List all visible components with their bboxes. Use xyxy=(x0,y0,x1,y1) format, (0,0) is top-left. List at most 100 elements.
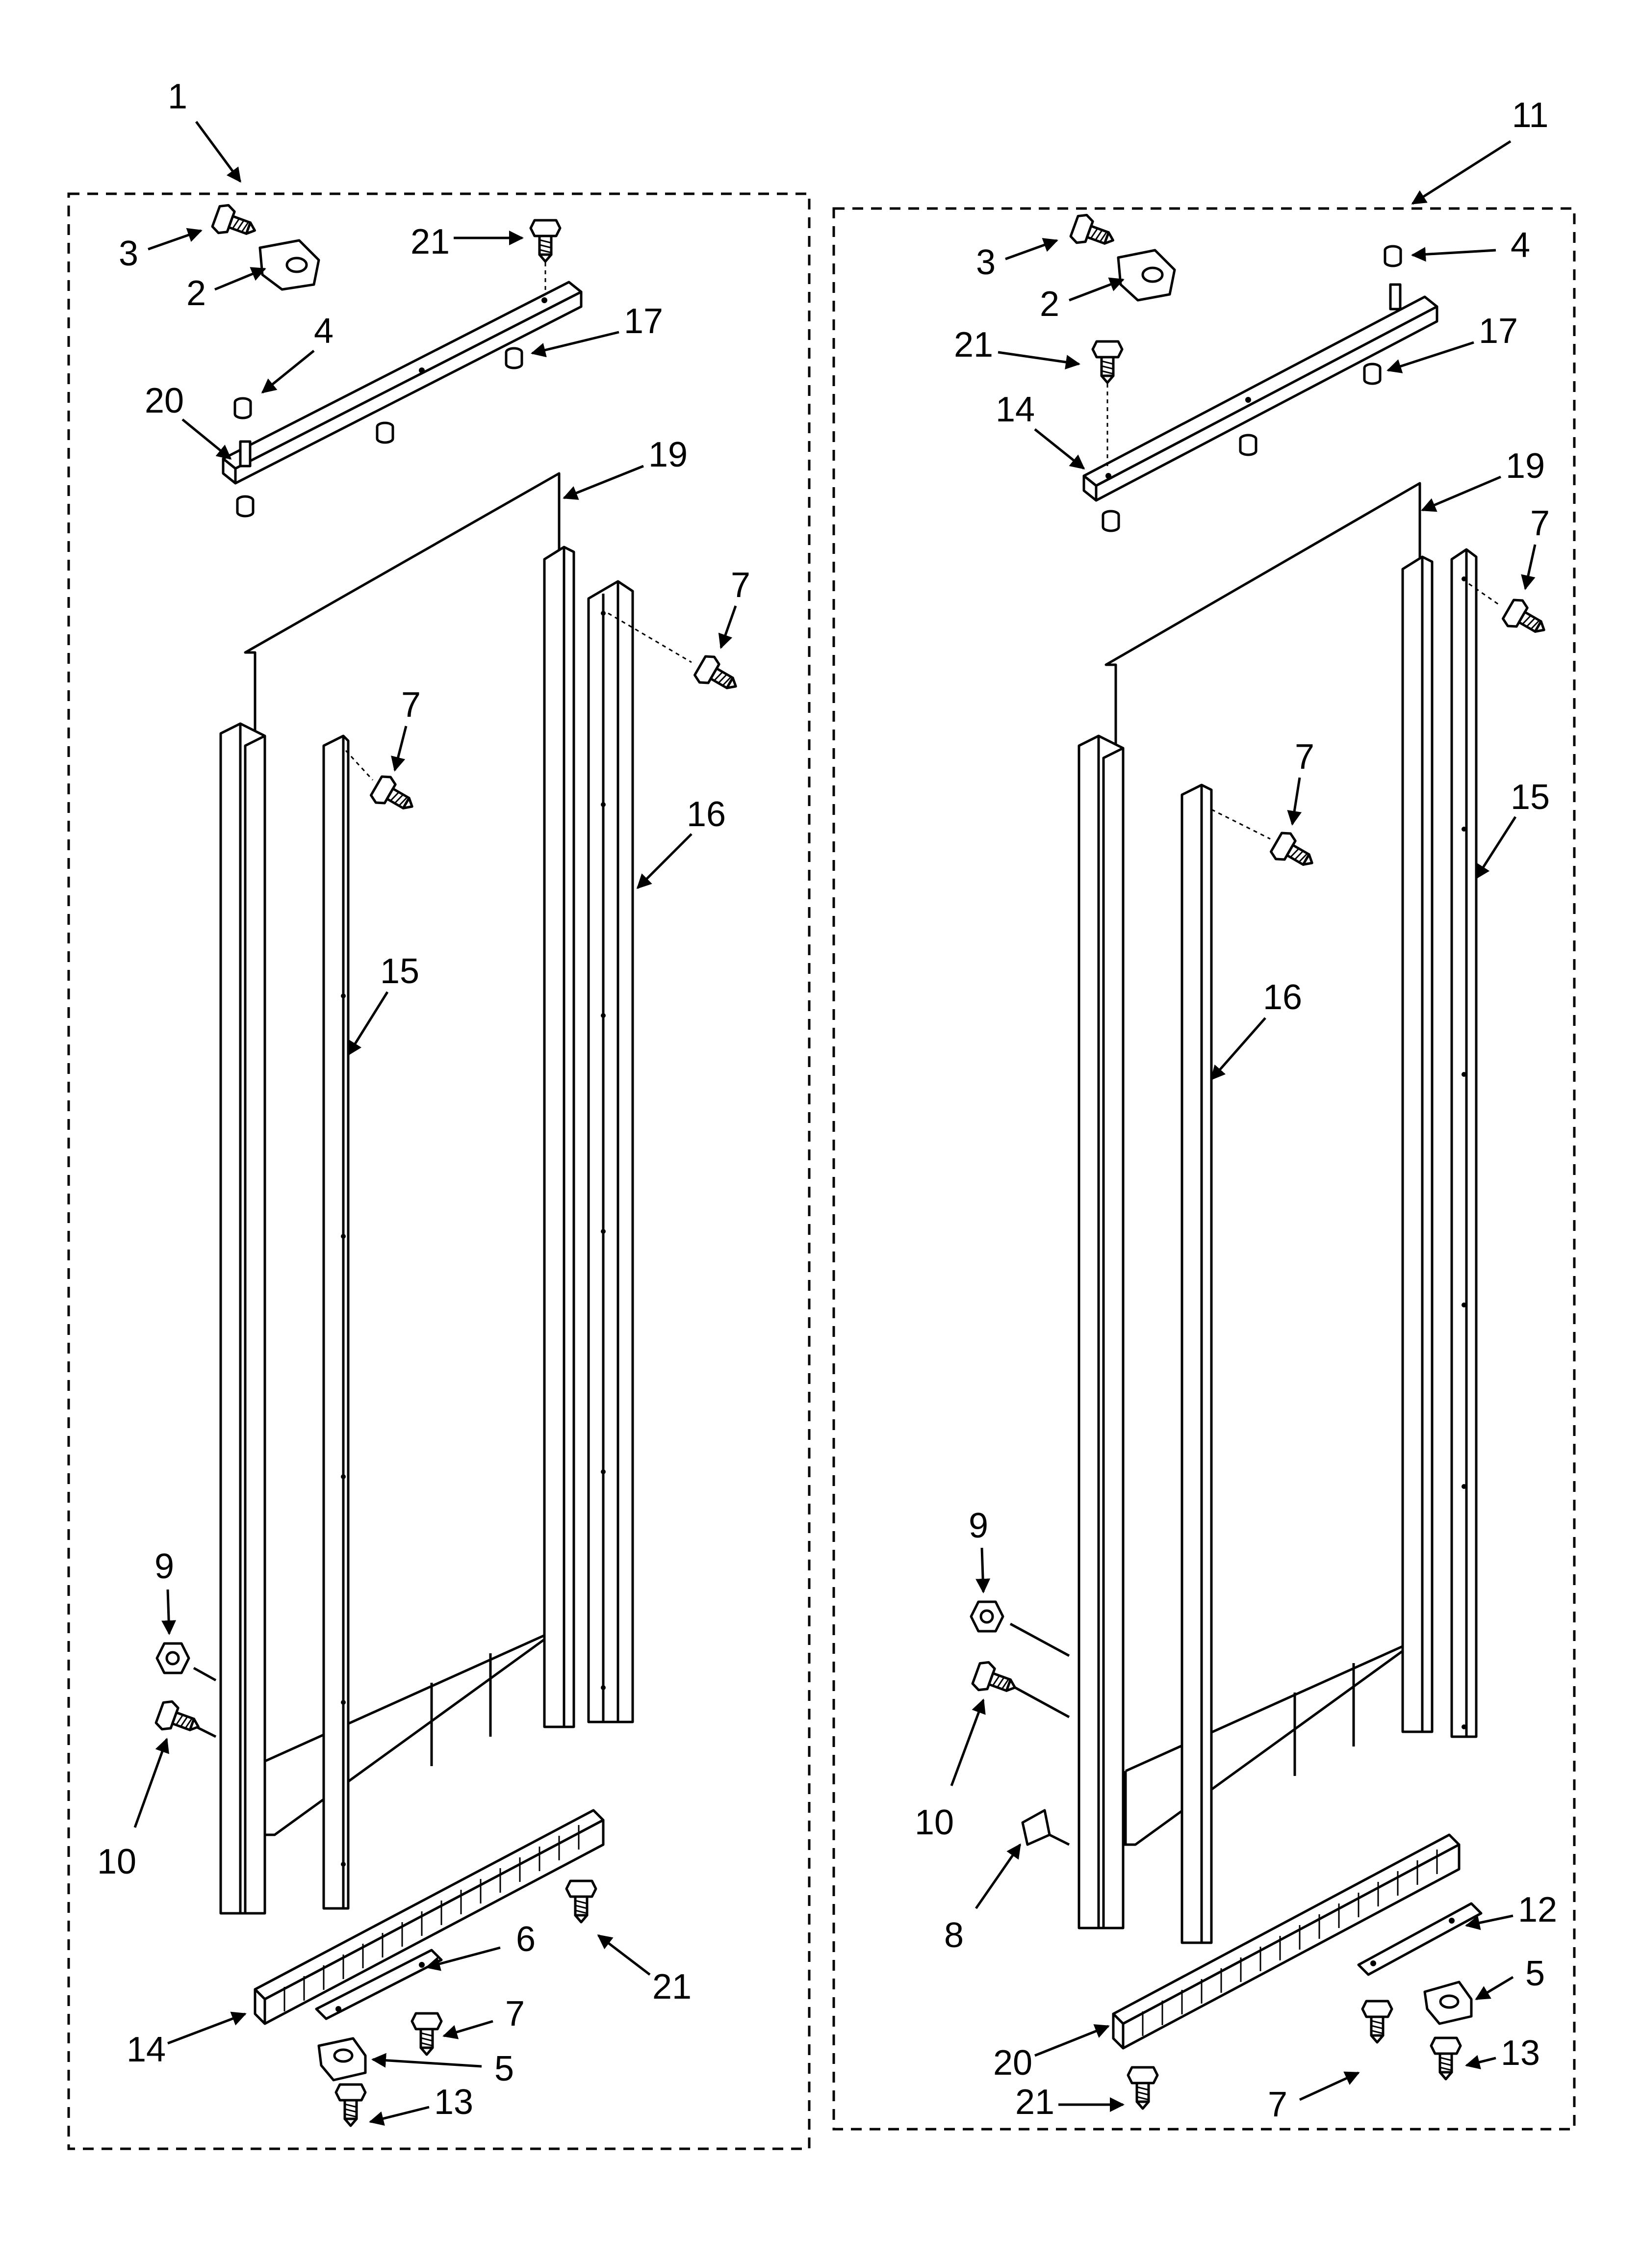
hinge-plate-left-6 xyxy=(315,1949,443,2020)
callout-left-13: 13 xyxy=(434,2083,473,2122)
callout-left-4-arrow xyxy=(261,350,315,393)
callout-left-19: 19 xyxy=(648,435,688,474)
callout-right-9-arrow xyxy=(975,1547,991,1593)
top-hinge-bar-right xyxy=(1082,295,1438,502)
callout-right-7-right: 7 xyxy=(1530,504,1550,543)
callout-right-21-bottom: 21 xyxy=(1015,2083,1054,2122)
strip-left-15 xyxy=(322,734,350,1910)
hinge-block-left xyxy=(258,239,320,291)
door-panel-right xyxy=(1104,482,1421,1846)
assembly-left-label-arrow xyxy=(195,121,242,183)
screw-left-13 xyxy=(336,2085,365,2126)
callout-left-5: 5 xyxy=(494,2049,514,2088)
callout-right-19-arrow xyxy=(1421,475,1501,512)
bottom-rail-right xyxy=(1112,1833,1461,2050)
side-channel-right xyxy=(1078,734,1125,1929)
callout-left-20: 20 xyxy=(145,381,184,420)
callout-left-9-arrow xyxy=(161,1589,177,1635)
callout-left-4: 4 xyxy=(314,312,334,351)
door-panel-left xyxy=(244,472,561,1836)
callout-right-7-mid-arrow xyxy=(1287,777,1302,826)
grommet-left-9-line xyxy=(193,1667,217,1682)
callout-left-10: 10 xyxy=(97,1842,136,1881)
callout-right-5: 5 xyxy=(1525,1954,1545,1993)
rail-right-19 xyxy=(1401,555,1434,1733)
callout-right-15-arrow xyxy=(1475,816,1517,880)
callout-left-7-bottom: 7 xyxy=(505,1994,525,2033)
callout-right-3: 3 xyxy=(976,243,996,282)
callout-left-9: 9 xyxy=(154,1547,174,1586)
callout-right-3-arrow xyxy=(1005,238,1058,261)
screw-right-7-right-guide xyxy=(1468,583,1501,607)
screw-left-10 xyxy=(154,1699,203,1741)
callout-right-20-arrow xyxy=(1034,2024,1110,2057)
screw-left-7-right-guide xyxy=(608,612,692,663)
callout-left-16-arrow xyxy=(636,833,693,889)
callout-right-20: 20 xyxy=(993,2043,1032,2083)
callout-left-7-right-arrow xyxy=(718,605,737,649)
screw-right-3 xyxy=(1069,212,1118,254)
screw-right-7-mid-guide xyxy=(1211,808,1271,840)
bushing-right-a xyxy=(1103,511,1119,531)
bushing-left-a xyxy=(237,496,253,516)
callout-right-13: 13 xyxy=(1501,2033,1540,2073)
callout-left-14-arrow xyxy=(167,2011,247,2045)
callout-right-2: 2 xyxy=(1040,285,1059,324)
callout-left-15: 15 xyxy=(380,952,419,991)
bushing-right-c xyxy=(1364,364,1380,384)
hinge-pin-left xyxy=(239,440,252,468)
callout-left-7-mid: 7 xyxy=(401,685,421,725)
channel-left-16 xyxy=(587,580,634,1723)
screw-left-10-line xyxy=(195,1725,217,1738)
callout-left-16: 16 xyxy=(687,795,726,834)
screw-right-21-bottom xyxy=(1128,2067,1157,2109)
screw-left-3 xyxy=(211,203,259,244)
screw-left-21-top xyxy=(531,220,560,261)
bottom-rail-left xyxy=(254,1809,605,2025)
hinge-plate-right-12 xyxy=(1357,1902,1483,1976)
callout-left-21-bottom-arrow xyxy=(597,1934,651,1976)
callout-left-20-arrow xyxy=(181,418,232,460)
hinge-pin-right xyxy=(1389,283,1402,311)
screw-right-10 xyxy=(971,1660,1020,1701)
hinge-block-left-5 xyxy=(317,2037,367,2082)
callout-left-3-arrow xyxy=(148,228,203,251)
callout-right-14-arrow xyxy=(1034,428,1085,469)
assembly-right-boundary xyxy=(832,207,1576,2131)
callout-right-2-arrow xyxy=(1069,277,1125,302)
assembly-right-label: 11 xyxy=(1512,96,1549,135)
callout-left-15-arrow xyxy=(347,991,389,1056)
callout-right-12: 12 xyxy=(1518,1890,1557,1929)
side-channel-left xyxy=(219,722,266,1915)
clip-right-8 xyxy=(1021,1809,1051,1846)
callout-left-7-right: 7 xyxy=(731,566,750,605)
callout-right-16-arrow xyxy=(1210,1017,1266,1081)
screw-left-7-mid-guide xyxy=(345,750,374,781)
screw-right-13 xyxy=(1431,2038,1461,2079)
callout-right-10: 10 xyxy=(915,1803,954,1842)
screw-right-21-top xyxy=(1093,341,1122,383)
bushing-left-c xyxy=(506,348,522,368)
callout-right-7-bottom: 7 xyxy=(1268,2085,1287,2124)
callout-right-21-top: 21 xyxy=(954,325,993,365)
strip-right-15 xyxy=(1450,548,1478,1738)
hinge-block-right xyxy=(1117,249,1176,302)
callout-right-7-right-arrow xyxy=(1521,544,1537,590)
callout-right-12-arrow xyxy=(1465,1914,1514,1930)
callout-left-2: 2 xyxy=(186,274,206,313)
callout-right-21-top-arrow xyxy=(998,351,1080,369)
callout-left-2-arrow xyxy=(214,267,266,291)
callout-left-6-arrow xyxy=(425,1946,501,1971)
callout-left-17: 17 xyxy=(624,302,663,341)
screw-left-7-bottom xyxy=(412,2013,441,2055)
callout-right-8: 8 xyxy=(944,1916,964,1955)
strip-right-16 xyxy=(1180,783,1213,1944)
callout-right-9: 9 xyxy=(969,1506,988,1545)
callout-left-10-arrow xyxy=(133,1738,169,1828)
callout-left-21-top: 21 xyxy=(410,222,450,261)
callout-right-17: 17 xyxy=(1479,312,1518,351)
callout-right-13-arrow xyxy=(1465,2055,1496,2070)
callout-left-13-arrow xyxy=(369,2106,430,2126)
callout-left-21-bottom: 21 xyxy=(652,1967,692,2007)
